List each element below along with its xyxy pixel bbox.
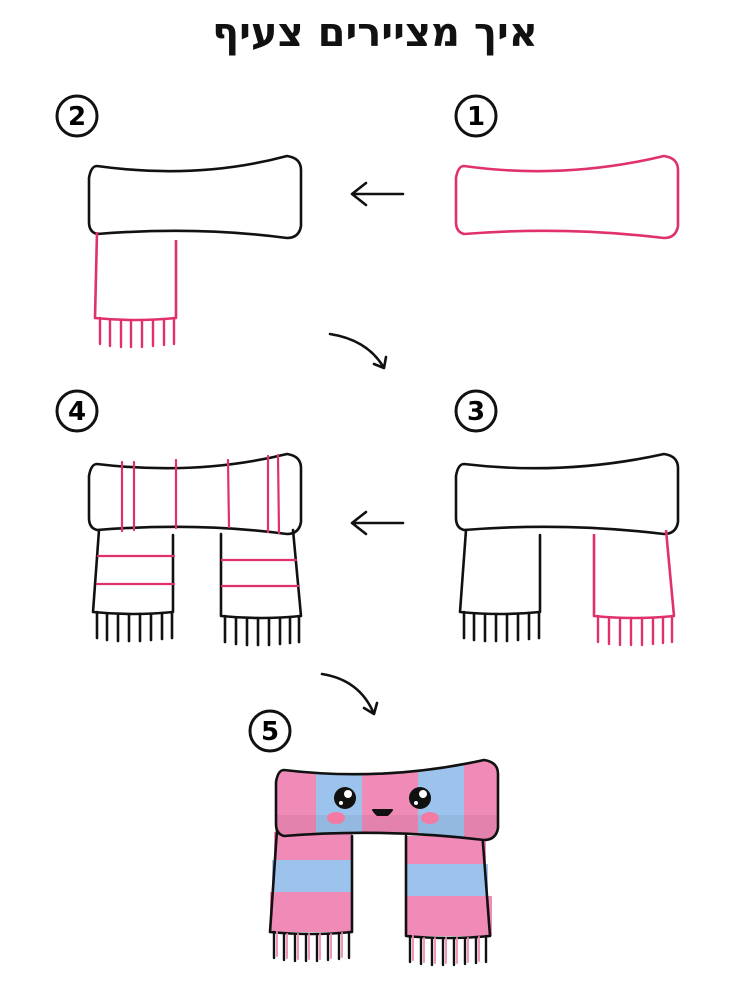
step-2-badge: 2 <box>55 94 99 138</box>
left-eye-icon <box>334 787 356 809</box>
step-3-drawing <box>454 452 680 647</box>
step-1-badge: 1 <box>454 94 498 138</box>
arrow-left-icon <box>350 181 405 207</box>
right-eye-icon <box>409 787 431 809</box>
scarf-left-tail <box>268 828 354 963</box>
right-cheek <box>421 812 439 824</box>
step-1-drawing <box>454 154 680 240</box>
left-cheek <box>327 812 345 824</box>
page-title: איך מציירים צעיף <box>212 10 538 56</box>
step-2-number: 2 <box>68 102 86 132</box>
step-5-number: 5 <box>261 717 279 747</box>
step-4-number: 4 <box>68 397 86 427</box>
step-4-drawing <box>87 452 303 647</box>
step-1-number: 1 <box>467 102 485 132</box>
step-5-badge: 5 <box>248 709 292 753</box>
scarf-right-tail <box>404 828 492 967</box>
step-5-drawing <box>268 758 500 967</box>
scarf-face <box>327 787 439 824</box>
smile-mouth <box>372 809 393 819</box>
arrow-left-icon <box>350 510 405 536</box>
step-2-drawing <box>87 154 303 349</box>
scarf-band <box>274 758 500 842</box>
step-3-badge: 3 <box>454 389 498 433</box>
step-3-number: 3 <box>467 397 485 427</box>
arrow-curved-down-icon <box>320 672 379 716</box>
step-4-badge: 4 <box>55 389 99 433</box>
arrow-curved-down-icon <box>328 332 388 370</box>
